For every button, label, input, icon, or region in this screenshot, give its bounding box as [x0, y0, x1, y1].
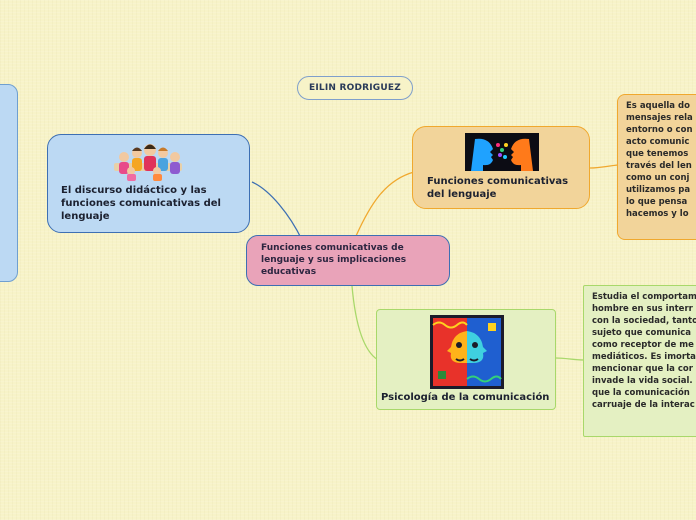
note-line: como receptor de me	[592, 340, 694, 350]
note-line: mediáticos. Es imorta	[592, 352, 696, 362]
note-line: hacemos y lo	[626, 209, 689, 219]
two-faces-art-image	[430, 315, 504, 389]
note-line: mencionar que la cor	[592, 364, 693, 374]
topic-psicologia-label: Psicología de la comunicación	[381, 392, 550, 403]
two-faces-talking-image	[465, 133, 539, 171]
note-line: carruaje de la interac	[592, 400, 695, 410]
note-line: mensajes rela	[626, 113, 693, 123]
topic-discurso-didactico[interactable]: El discurso didáctico y las funciones co…	[47, 134, 250, 233]
note-line: Es aquella do	[626, 101, 690, 111]
topic-funciones-label: Funciones comunicativas del lenguaje	[427, 176, 569, 200]
link-psicologia-note	[555, 357, 585, 361]
note-line: que tenemos	[626, 149, 689, 159]
note-psicologia-description[interactable]: Estudia el comportam hombre en sus inter…	[583, 285, 696, 437]
note-line: entorno o con	[626, 125, 693, 135]
note-line: lo que pensa	[626, 197, 688, 207]
note-line: con la sociedad, tanto	[592, 316, 696, 326]
link-to-funciones	[355, 171, 415, 237]
note-funciones-description[interactable]: Es aquella do mensajes rela entorno o co…	[617, 94, 696, 240]
central-topic-label: Funciones comunicativas de lenguaje y su…	[261, 243, 407, 277]
note-line: través del len	[626, 161, 692, 171]
author-label: EILIN RODRIGUEZ	[309, 83, 401, 93]
author-node[interactable]: EILIN RODRIGUEZ	[297, 76, 413, 100]
note-line: sujeto que comunica	[592, 328, 692, 338]
note-line: invade la vida social.	[592, 376, 693, 386]
note-line: que la comunicación	[592, 388, 690, 398]
note-line: utilizamos pa	[626, 185, 691, 195]
link-to-psicologia	[351, 285, 379, 361]
left-offscreen-node[interactable]	[0, 84, 18, 282]
link-funciones-note	[589, 164, 619, 169]
topic-funciones-comunicativas[interactable]: Funciones comunicativas del lenguaje	[412, 126, 590, 209]
note-line: hombre en sus interr	[592, 304, 693, 314]
link-to-didactico	[251, 181, 303, 241]
note-line: como un conj	[626, 173, 690, 183]
note-line: Estudia el comportam	[592, 292, 696, 302]
note-line: acto comunic	[626, 137, 690, 147]
topic-psicologia-comunicacion[interactable]: Psicología de la comunicación	[376, 309, 556, 410]
topic-didactico-label: El discurso didáctico y las funciones co…	[61, 185, 221, 222]
central-topic-node[interactable]: Funciones comunicativas de lenguaje y su…	[246, 235, 450, 286]
children-group-image	[110, 141, 186, 181]
